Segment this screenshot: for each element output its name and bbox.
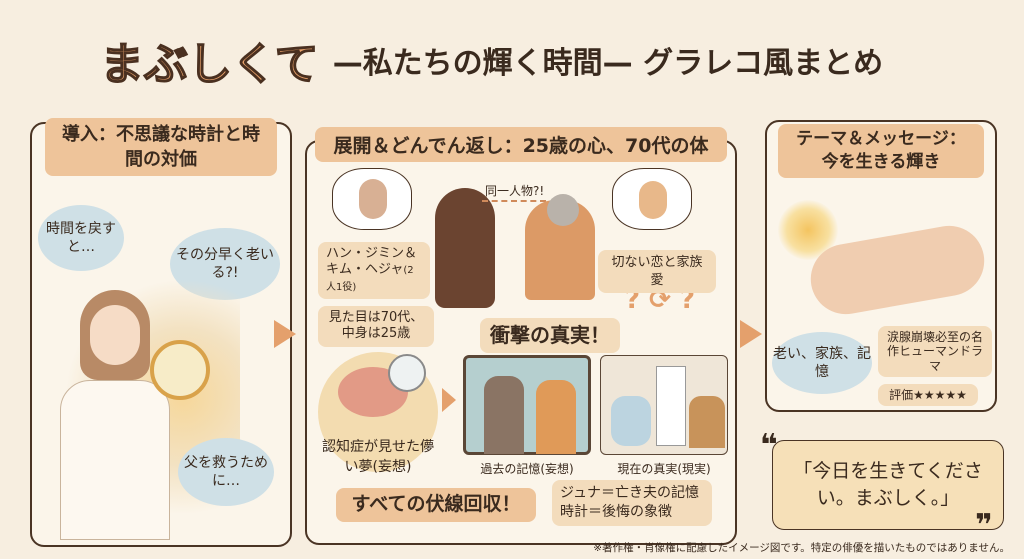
quote-box: 「今日を生きてください。まぶしく。」: [772, 440, 1004, 530]
title: まぶしくて —私たちの輝く時間— グラレコ風まとめ: [99, 30, 960, 91]
symbol-item: 時計＝後悔の象徴: [560, 503, 672, 520]
theme-bubble: 老い、家族、記憶: [772, 332, 872, 394]
thought-cloud-old: [612, 168, 692, 230]
intro-heading: 導入：不思議な時計と時間の対価: [45, 118, 277, 177]
footer-note: ※著作権・肖像権に配慮したイメージ図です。特定の俳優を描いたものではありません。: [593, 542, 1010, 554]
close-quote-icon: ❞: [975, 508, 993, 543]
arrow-right-icon: [740, 320, 762, 348]
speech-bubble: 父を救うために…: [178, 438, 274, 506]
title-sub: —私たちの輝く時間— グラレコ風まとめ: [332, 46, 884, 81]
past-caption: 過去の記憶(妄想): [480, 462, 574, 476]
dementia-caption: 認知症が見せた儚い夢(妄想): [322, 439, 434, 475]
same-person-label: 同一人物?!: [485, 184, 545, 198]
title-main: まぶしくて: [99, 38, 319, 91]
old-woman-illustration: [525, 194, 595, 300]
cast-tag: ハン・ジミン＆キム・ヘジャ(2人1役): [318, 242, 430, 299]
dementia-circle: [318, 352, 438, 472]
past-memory-illustration: [463, 355, 591, 455]
silhouette-illustration: [435, 188, 495, 308]
dashed-arrow: [482, 200, 546, 202]
love-tag: 切ない恋と家族愛: [598, 250, 716, 294]
present-caption: 現在の真実(現実): [617, 462, 711, 476]
symbol-item: ジュナ＝亡き夫の記憶: [560, 485, 700, 501]
appearance-tag: 見た目は70代、中身は25歳: [318, 306, 434, 347]
foreshadow-label: すべての伏線回収！: [336, 488, 536, 522]
arrow-right-icon: [442, 388, 456, 412]
rating-tag: 評価★★★★★: [878, 384, 978, 407]
cast-names: ハン・ジミン＆キム・ヘジャ: [326, 246, 418, 278]
symbols-tag: ジュナ＝亡き夫の記憶時計＝後悔の象徴: [552, 480, 712, 526]
theme-heading: テーマ＆メッセージ：今を生きる輝き: [778, 124, 984, 178]
drama-tag: 涙腺崩壊必至の名作ヒューマンドラマ: [878, 326, 992, 378]
shock-label: 衝撃の真実！: [480, 318, 620, 353]
development-heading: 展開＆どんでん返し：25歳の心、70代の体: [315, 127, 727, 162]
speech-bubble: 時間を戻すと…: [38, 205, 124, 271]
cast-note: (2人1役): [326, 265, 414, 293]
thought-cloud-young: [332, 168, 412, 230]
arrow-right-icon: [274, 320, 296, 348]
present-reality-illustration: [600, 355, 728, 455]
